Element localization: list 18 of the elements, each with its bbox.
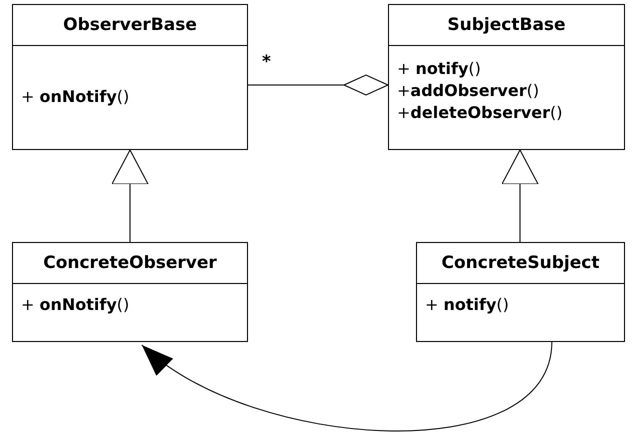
method-text: + notify() [425,294,510,316]
method-text: + onNotify() [21,86,130,108]
class-box [12,242,248,342]
class-box [416,242,625,342]
inheritance-arrow [112,150,148,242]
method-text: +addObserver() [397,80,540,102]
method-text: +deleteObserver() [397,102,564,124]
class-name: ConcreteSubject [417,243,624,284]
class-name: SubjectBase [389,5,624,46]
class-box [12,4,248,150]
method-text: + onNotify() [21,294,130,316]
method-text: + notify() [397,58,482,80]
class-box [388,4,625,150]
class-name: ObserverBase [13,5,247,46]
inheritance-arrow [502,150,538,242]
class-name: ConcreteObserver [13,243,247,284]
arrow [141,342,552,432]
aggregation-line [248,74,388,96]
